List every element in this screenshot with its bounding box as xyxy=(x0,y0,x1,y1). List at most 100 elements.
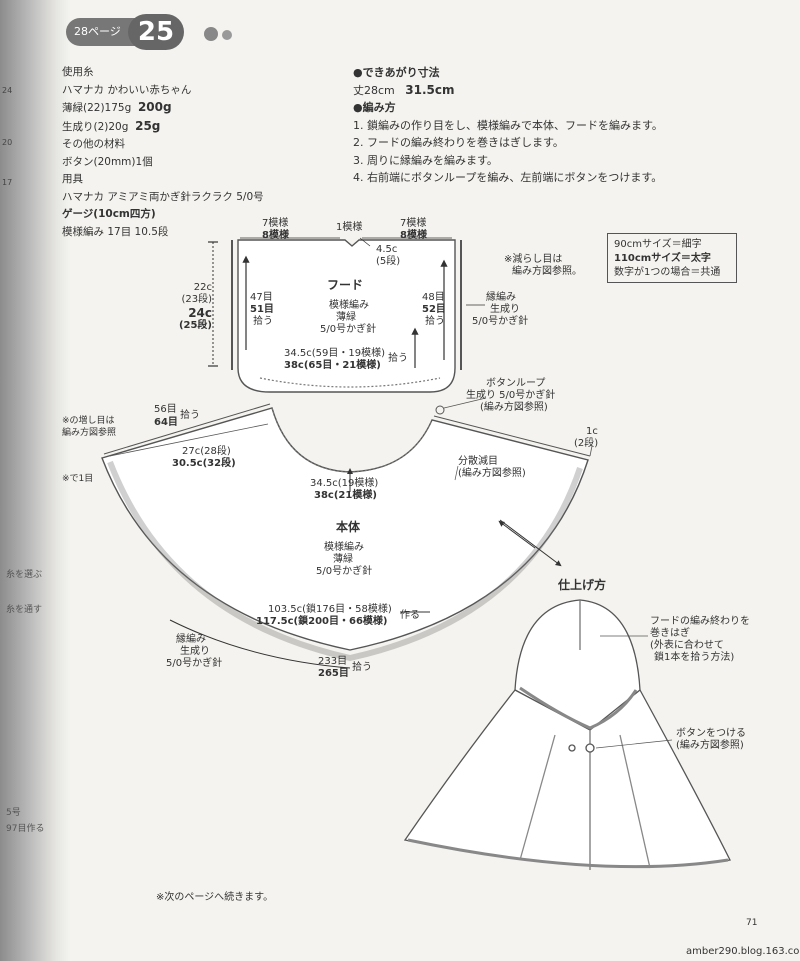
button-material: ボタン(20mm)1個 xyxy=(62,155,153,168)
other-materials-heading: その他の材料 xyxy=(62,138,125,150)
body-side-small: 1c xyxy=(586,426,598,437)
margin-text: 5号 xyxy=(6,808,21,818)
body-edge-label: 縁編み xyxy=(176,634,206,645)
body-hem-make: 作る xyxy=(400,610,420,621)
size-legend: 90cmサイズ＝細字 110cmサイズ＝太字 数字が1つの場合＝共通 xyxy=(607,233,737,283)
finished-cape xyxy=(403,599,731,870)
body-piece xyxy=(101,397,593,669)
hood-top-center: 1模様 xyxy=(336,222,363,233)
hood-bottom-small: 34.5c(59目・19模様) xyxy=(284,348,386,359)
yarn-name: ハマナカ かわいい赤ちゃん xyxy=(62,83,192,96)
body-left-note: ※の増し目は xyxy=(62,416,115,426)
margin-text: 糸を選ぶ xyxy=(6,570,43,580)
body-side-rows: (2段) xyxy=(574,438,599,449)
body-pattern: 模様編み xyxy=(324,542,364,553)
finishing-hood-note: 巻きはぎ xyxy=(650,628,690,639)
hood-note: ※減らし目は xyxy=(504,254,563,265)
margin-text: 97目作る xyxy=(6,824,45,834)
body-radius-big: 30.5c(32段) xyxy=(172,458,236,469)
hood-height-small: 22c xyxy=(193,282,212,293)
finishing-hood-note: (外表に合わせて xyxy=(650,640,724,651)
hood-pattern: 模様編み xyxy=(329,300,369,311)
margin-number: 20 xyxy=(2,138,13,147)
body-title: 本体 xyxy=(336,520,361,534)
pattern-number-badge: 25 xyxy=(128,14,184,50)
hood-color: 薄緑 xyxy=(336,312,356,323)
hood-edge-color: 生成り xyxy=(490,304,520,315)
tool: ハマナカ アミアミ両かぎ針ラクラク 5/0号 xyxy=(62,190,264,203)
hood-height-rows-big: (25段) xyxy=(178,320,212,331)
method-heading: ●編み方 xyxy=(353,101,396,114)
binding-shadow xyxy=(0,0,70,961)
legend-line: 110cmサイズ＝太字 xyxy=(614,253,711,264)
method-step: 4. 右前端にボタンループを編み、左前端にボタンをつけます。 xyxy=(353,171,663,184)
body-left-top-big: 64目 xyxy=(154,417,178,428)
body-left-top-pick: 拾う xyxy=(180,410,200,421)
margin-number: 24 xyxy=(2,86,13,95)
hood-height-rows-small: (23段) xyxy=(181,294,212,305)
method-step: 3. 周りに縁編みを編みます。 xyxy=(353,153,498,167)
tool-heading: 用具 xyxy=(62,173,83,185)
button-loop-ref: (編み方図参照) xyxy=(480,402,548,413)
hood-height-big: 24c xyxy=(188,306,212,320)
body-radius-small: 27c(28段) xyxy=(182,446,231,457)
yarn-color2: 生成り(2)20g 25g xyxy=(62,118,161,133)
hood-edge-label: 縁編み xyxy=(486,292,516,303)
finishing-button-note: ボタンをつける xyxy=(676,728,746,739)
finishing-title: 仕上げ方 xyxy=(558,578,607,592)
body-pick-small: 233目 xyxy=(318,656,348,667)
materials-list: 使用糸 ハマナカ かわいい赤ちゃん 薄緑(22)175g 200g 生成り(2)… xyxy=(62,64,264,241)
body-edge-color: 生成り xyxy=(180,646,210,657)
finished-size: 丈28cm 31.5cm xyxy=(353,82,455,97)
legend-line: 90cmサイズ＝細字 xyxy=(614,239,702,250)
hood-title: フード xyxy=(327,278,364,292)
hood-bottom-big: 38c(65目・21模様) xyxy=(284,360,381,371)
method-step: 1. 鎖編みの作り目をし、模様編みで本体、フードを編みます。 xyxy=(353,118,663,132)
body-neck-big: 38c(21模様) xyxy=(314,490,377,501)
body-hook: 5/0号かぎ針 xyxy=(316,566,373,577)
hood-piece xyxy=(208,237,485,393)
body-left-note: 編み方図参照 xyxy=(62,428,117,438)
body-left-note: ※で1目 xyxy=(62,474,94,484)
button-loop-label: ボタンループ xyxy=(486,378,546,389)
continue-note: ※次のページへ続きます。 xyxy=(156,892,274,903)
hood-top-left-small: 7模様 xyxy=(262,218,289,229)
margin-text: 糸を通す xyxy=(6,605,43,615)
hood-inc-small: 4.5c xyxy=(376,244,398,255)
finishing-button-note: (編み方図参照) xyxy=(676,740,744,751)
hood-left-pick-small: 47目 xyxy=(250,292,273,303)
yarn-heading: 使用糸 xyxy=(62,66,94,78)
hood-top-right-big: 8模様 xyxy=(400,230,427,241)
hood-inc-rows: (5段) xyxy=(376,256,401,267)
finishing-hood-note: フードの編み終わりを xyxy=(650,616,750,627)
hood-note: 編み方図参照。 xyxy=(512,266,582,277)
header-dot-icon xyxy=(204,27,218,41)
instructions: ●できあがり寸法 丈28cm 31.5cm ●編み方 1. 鎖編みの作り目をし、… xyxy=(353,64,663,187)
finishing-hood-note: 鎖1本を拾う方法) xyxy=(654,652,735,663)
finished-size-heading: ●できあがり寸法 xyxy=(353,66,440,79)
body-pick-big: 265目 xyxy=(318,668,349,679)
hood-right-pick-small: 48目 xyxy=(422,292,445,303)
body-left-top-small: 56目 xyxy=(154,404,177,415)
margin-number: 17 xyxy=(2,178,13,187)
watermark-site: amber290.blog.163.com xyxy=(686,946,800,957)
body-neck-small: 34.5c(19模様) xyxy=(310,478,379,489)
header-dot-icon xyxy=(222,30,232,40)
legend-line: 数字が1つの場合＝共通 xyxy=(614,267,721,278)
hood-top-right-small: 7模様 xyxy=(400,218,427,229)
body-pick-label: 拾う xyxy=(352,662,372,673)
hood-bottom-pick: 拾う xyxy=(388,353,408,364)
hood-right-pick-label: 拾う xyxy=(425,316,445,327)
yarn-color1: 薄緑(22)175g 200g xyxy=(62,100,172,114)
gauge-heading: ゲージ(10cm四方) xyxy=(62,208,156,220)
body-color: 薄緑 xyxy=(333,554,353,565)
hood-right-pick-big: 52目 xyxy=(422,304,446,315)
hood-top-left-big: 8模様 xyxy=(262,230,289,241)
button-loop-detail: 生成り 5/0号かぎ針 xyxy=(466,390,556,401)
page-number: 71 xyxy=(746,918,758,928)
gauge: 模様編み 17目 10.5段 xyxy=(62,225,169,238)
hood-edge-hook: 5/0号かぎ針 xyxy=(472,316,529,327)
body-edge-hook: 5/0号かぎ針 xyxy=(166,658,223,669)
body-hem-small: 103.5c(鎖176目・58模様) xyxy=(268,604,392,615)
